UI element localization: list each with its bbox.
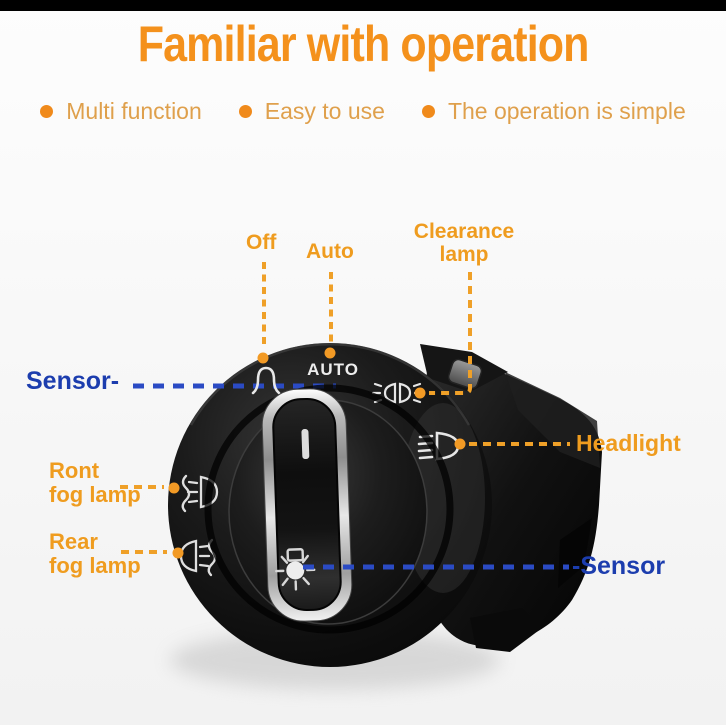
- callout-dots: [168, 347, 466, 559]
- callout-label-front-fog: Ront fog lamp: [49, 459, 141, 507]
- callout-dot-front-fog: [168, 482, 180, 494]
- position-tick-mark: [301, 429, 310, 460]
- knob-grip: [261, 388, 353, 622]
- callout-label-line: Ront: [49, 458, 100, 483]
- callout-dot-clearance: [414, 387, 426, 399]
- callout-label-off: Off: [246, 231, 277, 254]
- callout-label-sensor-right: -Sensor: [572, 552, 666, 580]
- bullet-multi-function: Multi function: [40, 98, 202, 125]
- callout-label-line: fog lamp: [49, 482, 141, 507]
- top-black-bar: [0, 0, 726, 11]
- feature-bullets: Multi function Easy to use The operation…: [0, 98, 726, 125]
- callout-label-sensor-left: Sensor-: [26, 367, 120, 395]
- callout-label-line: Rear: [49, 529, 98, 554]
- bullet-dot-icon: [238, 105, 252, 118]
- callout-label-clearance-lamp: Clearance lamp: [401, 220, 527, 266]
- callout-lines-orange: [120, 262, 570, 554]
- knob-groove-ring: [204, 384, 454, 634]
- bullet-dot-icon: [421, 105, 435, 118]
- bullet-label: Multi function: [66, 98, 202, 124]
- auto-marking: AUTO: [307, 360, 359, 379]
- callout-dot-off: [257, 352, 269, 364]
- callout-dot-rear-fog: [172, 547, 184, 559]
- page-title: Familiar with operation: [137, 16, 590, 72]
- callout-label-line: fog lamp: [49, 553, 141, 578]
- header: Familiar with operation: [0, 17, 726, 72]
- callout-dot-headlight: [454, 438, 466, 450]
- callout-label-line: Clearance: [413, 220, 515, 243]
- bullet-label: The operation is simple: [447, 98, 686, 124]
- callout-label-rear-fog: Rear fog lamp: [49, 530, 141, 578]
- callout-label-line: lamp: [439, 243, 489, 266]
- callout-label-auto: Auto: [306, 240, 354, 263]
- bullet-operation-simple: The operation is simple: [421, 98, 686, 125]
- callout-line-clearance: [429, 272, 472, 395]
- bullet-easy-to-use: Easy to use: [238, 98, 385, 125]
- housing-connector: [470, 608, 542, 652]
- housing-facet-bottom: [558, 518, 592, 588]
- callout-dot-auto: [324, 347, 336, 359]
- housing-facet-top: [505, 372, 600, 468]
- grip-inner-panel: [272, 397, 342, 612]
- bullet-label: Easy to use: [264, 98, 385, 124]
- off-position-icon: [251, 366, 281, 395]
- bulb-icon: [275, 548, 316, 591]
- callout-label-headlight: Headlight: [576, 430, 681, 456]
- bullet-dot-icon: [40, 105, 54, 118]
